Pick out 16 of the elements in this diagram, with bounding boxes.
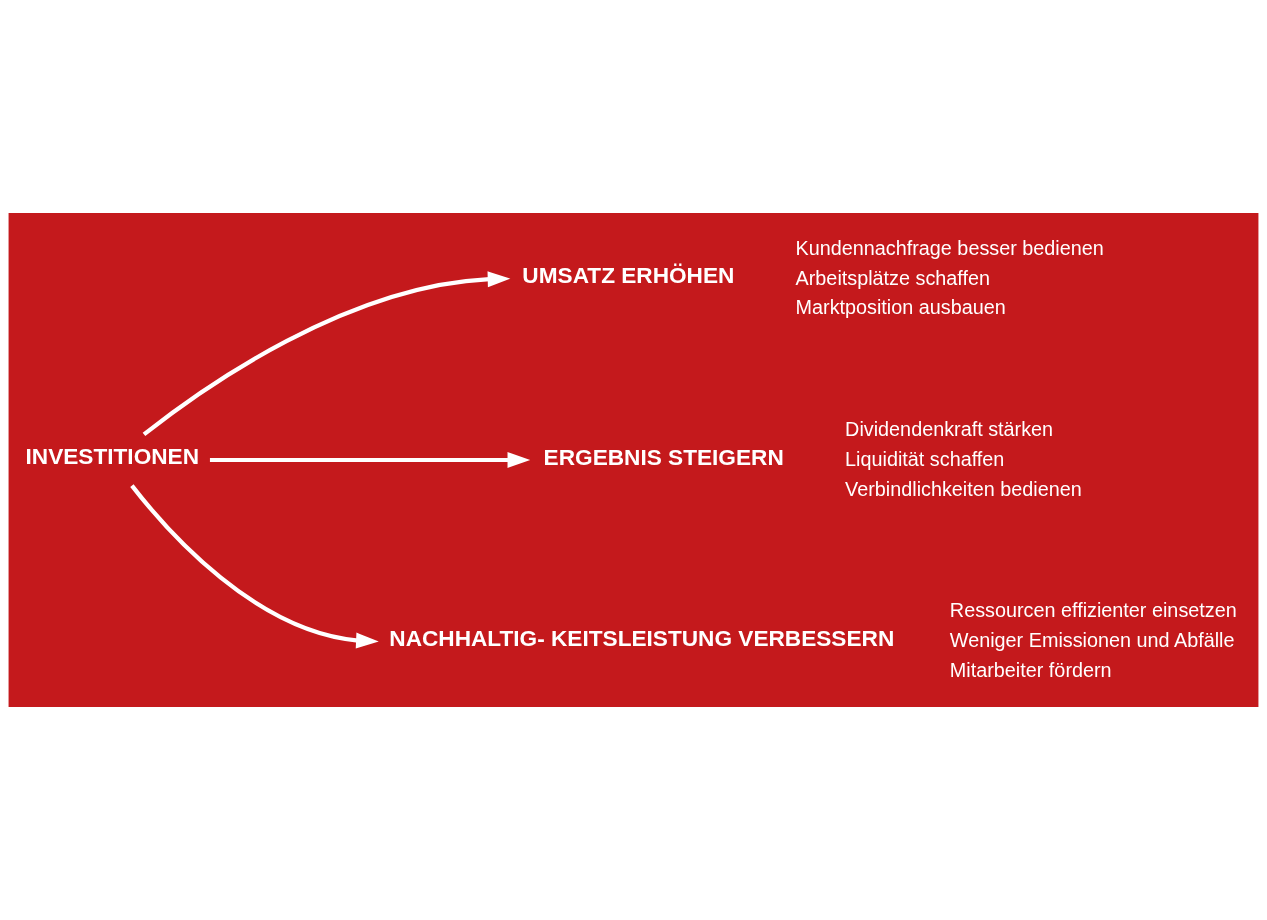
node-label: Liquidität schaffen — [845, 447, 1005, 470]
node-label: Weniger Emissionen und Abfälle — [949, 629, 1235, 652]
arrow — [130, 484, 379, 649]
node-label: Mitarbeiter fördern — [949, 658, 1112, 681]
arrow — [209, 452, 531, 468]
node-label: Ressourcen effizienter einsetzen — [949, 599, 1237, 622]
node-label: Verbindlichkeiten bedienen — [845, 477, 1082, 500]
node-label: Marktposition ausbauen — [795, 296, 1006, 319]
node-label: Dividendenkraft stärken — [845, 418, 1054, 441]
arrow — [142, 271, 511, 437]
node-text: ERGEBNIS STEIGERN — [543, 444, 784, 470]
node-text: NACHHALTIG- KEITSLEISTUNG VERBESSERN — [389, 625, 895, 651]
node-text: INVESTITIONEN — [25, 443, 200, 469]
node-label: Kundennachfrage besser bedienen — [795, 237, 1104, 260]
node-text: UMSATZ ERHÖHEN — [522, 263, 735, 289]
node-label: Arbeitsplätze schaffen — [795, 266, 990, 289]
